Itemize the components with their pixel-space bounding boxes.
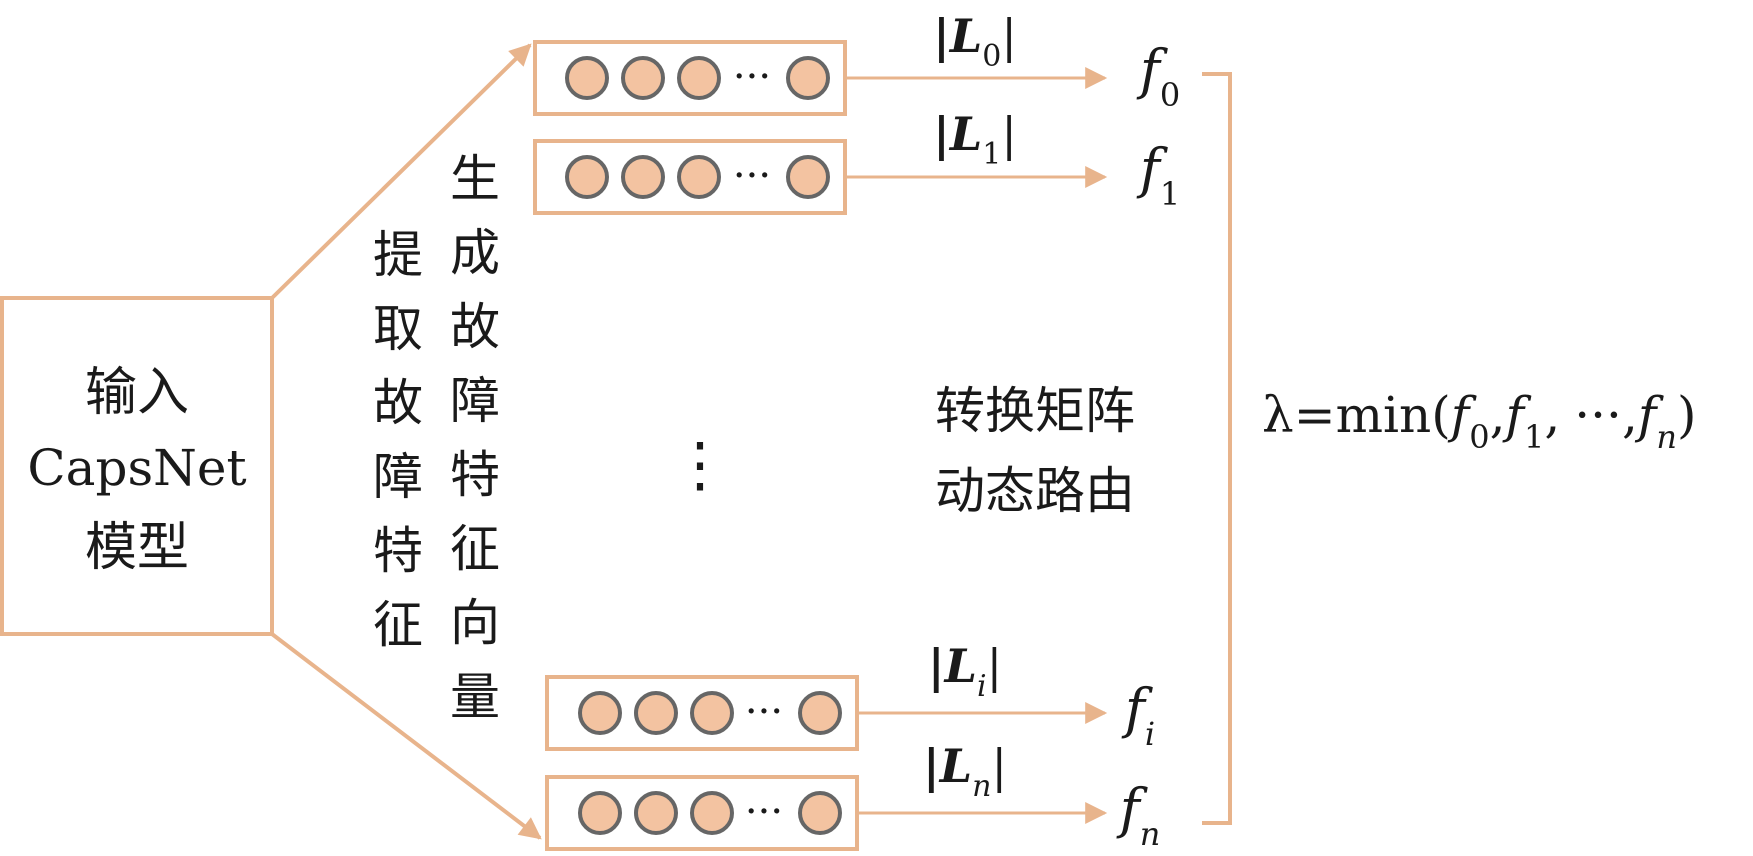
capsule-node: [690, 691, 734, 735]
length-label-close: |: [1001, 107, 1017, 161]
vector-rows: ···|L0|f0···|L1|f1···|Li|fi···|Ln|fn: [533, 9, 1180, 853]
capsule-ellipsis: ···: [733, 153, 771, 199]
output-f-i: fi: [1121, 677, 1155, 753]
formula-comma3: ,: [1622, 386, 1638, 444]
middle-ellipsis: ⋮: [670, 430, 730, 500]
capsule-node: [634, 691, 678, 735]
extract-label-char: 取: [373, 300, 423, 358]
vector-row-0: ···|L0|f0: [533, 9, 1180, 116]
output-f-sub: n: [1140, 815, 1161, 853]
capsule-node: [621, 56, 665, 100]
output-f-sub: 0: [1160, 76, 1180, 114]
capsule-node: [677, 56, 721, 100]
formula-subn: n: [1656, 418, 1677, 456]
length-label-close: |: [1001, 9, 1017, 63]
output-bracket: [1202, 72, 1232, 825]
generate-label-char: 征: [450, 520, 500, 578]
extract-label-char: 特: [373, 522, 423, 580]
formula-ellipsis: ···: [1574, 386, 1622, 444]
capsule-node: [578, 691, 622, 735]
branch-arrow-bottom: [270, 632, 542, 840]
output-f-sub: i: [1145, 715, 1155, 753]
capsule-node: [565, 155, 609, 199]
length-label-sub: 1: [982, 137, 1001, 172]
input-box: [0, 296, 274, 636]
capsule-node: [786, 155, 830, 199]
length-label: |Li|: [928, 639, 1002, 704]
formula-lhs: λ=min(: [1262, 386, 1451, 444]
output-f-1: f1: [1136, 137, 1180, 213]
formula-comma2: ,: [1544, 386, 1560, 444]
length-label-sub: 0: [982, 39, 1001, 74]
generate-label-char: 量: [450, 668, 500, 726]
length-label: |Ln|: [923, 739, 1007, 804]
capsule-ellipsis: ···: [733, 54, 771, 100]
generate-label-char: 故: [450, 298, 500, 356]
capsule-ellipsis: ···: [745, 689, 783, 735]
branch-arrow-top: [270, 43, 532, 300]
generate-label-char: 向: [450, 594, 500, 652]
capsule-ellipsis: ···: [745, 789, 783, 835]
length-label-main: |L: [933, 9, 982, 63]
vector-row-i: ···|Li|fi: [545, 639, 1155, 753]
formula-comma1: ,: [1490, 386, 1506, 444]
length-label-main: |L: [923, 739, 972, 793]
extract-label-char: 征: [373, 596, 423, 654]
length-label-main: |L: [933, 107, 982, 161]
length-label-close: |: [991, 739, 1007, 793]
length-label-sub: i: [977, 669, 987, 704]
lambda-formula: λ=min(f0,f1,···,fn): [1262, 386, 1697, 456]
extract-label-char: 故: [373, 374, 423, 432]
routing-label-line2: 动态路由: [935, 462, 1135, 520]
generate-label-char: 生: [450, 150, 500, 208]
length-label-close: |: [987, 639, 1003, 693]
generate-label-char: 障: [450, 372, 500, 430]
input-label-line2: CapsNet: [27, 439, 246, 497]
length-label-main: |L: [928, 639, 977, 693]
length-label-sub: n: [972, 769, 991, 804]
output-f-sub: 1: [1160, 175, 1180, 213]
routing-label-line1: 转换矩阵: [935, 382, 1135, 440]
capsule-node: [690, 791, 734, 835]
capsule-node: [578, 791, 622, 835]
length-label: |L1|: [933, 107, 1017, 172]
extract-label-char: 提: [373, 226, 423, 284]
formula-close: ): [1677, 386, 1697, 444]
input-label-line1: 输入: [85, 363, 189, 423]
capsule-node: [677, 155, 721, 199]
capsule-node: [621, 155, 665, 199]
output-f-0: f0: [1136, 38, 1180, 114]
output-f-n: fn: [1116, 777, 1161, 853]
generate-label-char: 成: [450, 224, 500, 282]
capsule-node: [565, 56, 609, 100]
capsule-node: [798, 791, 842, 835]
extract-label-char: 障: [373, 448, 423, 506]
input-label-line3: 模型: [85, 518, 189, 578]
capsule-node: [634, 791, 678, 835]
formula-sub1: 1: [1524, 418, 1544, 456]
vector-row-1: ···|L1|f1: [533, 107, 1180, 215]
length-label: |L0|: [933, 9, 1017, 74]
vector-row-n: ···|Ln|fn: [545, 739, 1161, 853]
capsule-node: [798, 691, 842, 735]
formula-sub0: 0: [1469, 418, 1489, 456]
capsule-node: [786, 56, 830, 100]
generate-label-char: 特: [450, 446, 500, 504]
